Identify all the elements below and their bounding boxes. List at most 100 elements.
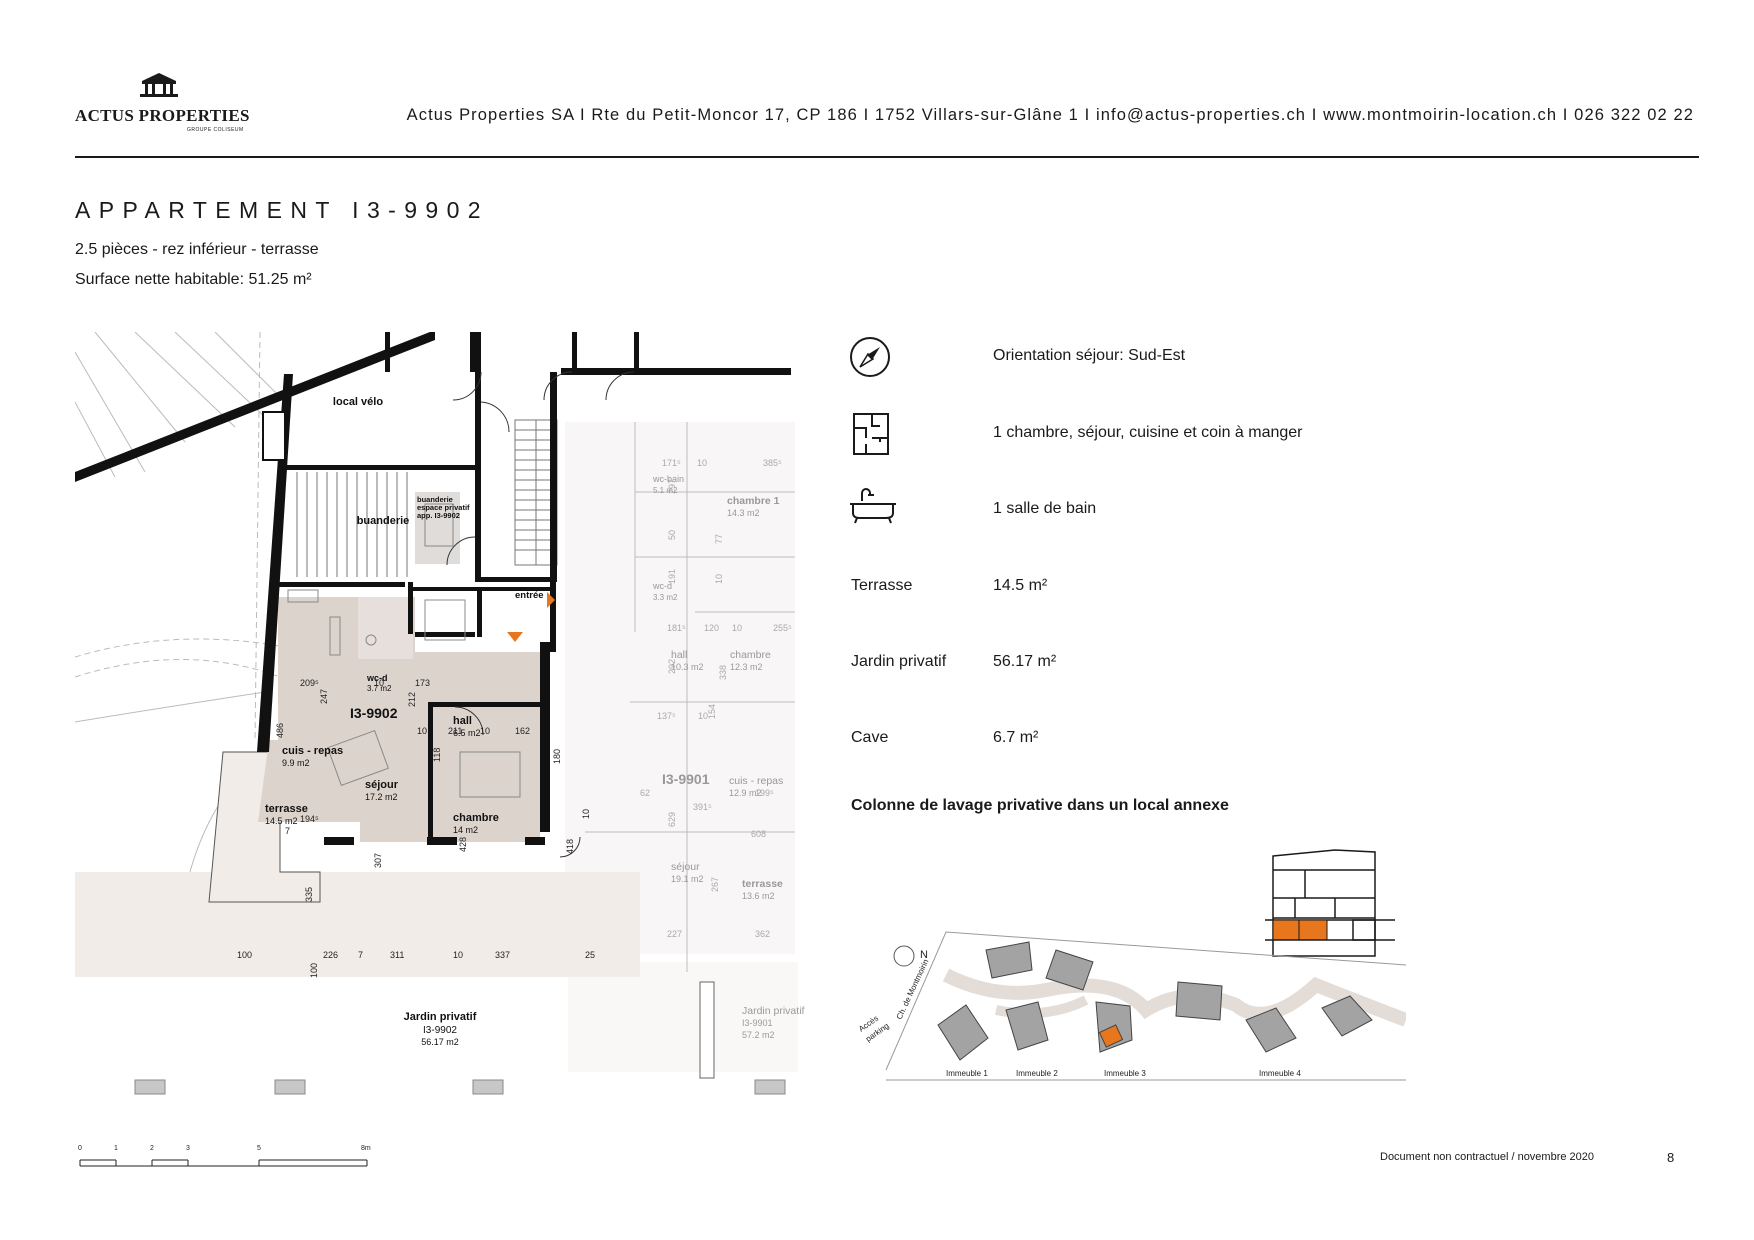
dimension-label: 62 xyxy=(640,788,650,798)
contact-line: Actus Properties SA I Rte du Petit-Monco… xyxy=(406,106,1694,124)
neighbor-unit-label: I3-9901 xyxy=(662,771,710,787)
spec-cave-value: 6.7 m² xyxy=(993,729,1039,746)
garden-area: 56.17 m2 xyxy=(421,1037,459,1047)
dimension-label: 10 xyxy=(480,726,490,736)
neighbor-chambre-area: 14.3 m2 xyxy=(727,508,760,518)
dimension-label: 10 xyxy=(581,809,591,819)
neighbor-wcbain-area: 5.1 m2 xyxy=(653,486,678,495)
building-section xyxy=(1265,849,1395,957)
dimension-label: 311 xyxy=(390,950,404,960)
neighbor-wcd-area: 3.3 m2 xyxy=(653,593,678,602)
feature-bathroom: 1 salle de bain xyxy=(993,500,1097,517)
neighbor-jardin-label: Jardin privatif xyxy=(742,1005,805,1017)
neighbor-labels: I3-9901 chambre 1 14.3 m2 wc-bain 5.1 m2… xyxy=(652,474,805,1040)
apartment-area xyxy=(258,597,540,842)
dimension-label: 162 xyxy=(515,726,530,736)
room-hall: hall xyxy=(453,715,472,727)
dimension-label: 7 xyxy=(358,950,363,960)
page-number: 8 xyxy=(1667,1150,1675,1165)
dimension-label: 10 xyxy=(417,726,427,736)
dimension-label: 418 xyxy=(565,839,575,854)
neighbor-jardin-unit: I3-9901 xyxy=(742,1018,773,1028)
dimension-label: 226 xyxy=(323,950,338,960)
dimension-label: 629 xyxy=(667,812,677,827)
neighbor-wcbain-label: wc-bain xyxy=(652,474,684,484)
dimension-label: 173 xyxy=(415,678,430,688)
scale-tick-1: 1 xyxy=(114,1145,118,1152)
spec-terrasse-value: 14.5 m² xyxy=(993,577,1048,594)
bathtub-icon xyxy=(850,488,896,524)
net-surface: Surface nette habitable: 51.25 m² xyxy=(75,271,312,288)
dimension-label: 10 xyxy=(732,623,742,633)
logo-subtitle: GROUPE COLISEUM xyxy=(187,127,244,133)
garden-label: Jardin privatif xyxy=(404,1011,477,1023)
dimension-label: 50 xyxy=(667,530,677,540)
floorplan-icon xyxy=(853,413,889,455)
neighbor-cuis-label: cuis - repas xyxy=(729,775,783,787)
dimension-label: 212 xyxy=(407,692,417,707)
scale-tick-5: 5 xyxy=(257,1145,261,1152)
doors xyxy=(446,371,635,858)
dimension-label: 267 xyxy=(710,877,720,892)
dimension-label: 292 xyxy=(667,659,677,674)
scale-tick-2: 2 xyxy=(150,1145,154,1152)
room-chambre-area: 14 m2 xyxy=(453,825,478,835)
private-laundry-label-1: buanderie xyxy=(417,495,453,504)
room-cuisine: cuis - repas xyxy=(282,745,343,757)
private-laundry-label-3: app. I3-9902 xyxy=(417,511,460,520)
site-plan: N Ch. de Montmoirin Accès parking Immeub… xyxy=(857,931,1406,1081)
road-label: Ch. de Montmoirin xyxy=(895,958,931,1021)
compass-icon xyxy=(850,337,890,377)
neighbor-terrasse-area: 13.6 m2 xyxy=(742,891,775,901)
feature-orientation: Orientation séjour: Sud-Est xyxy=(993,347,1186,364)
room-hall-area: 6.5 m2 xyxy=(453,728,481,738)
room-buanderie: buanderie xyxy=(357,515,410,527)
dimension-label: 227 xyxy=(667,929,682,939)
dimension-label: 247 xyxy=(319,689,329,704)
neighbor-terrasse-label: terrasse xyxy=(742,878,783,890)
laundry-note: Colonne de lavage privative dans un loca… xyxy=(851,797,1229,814)
dimension-label: 10 xyxy=(453,950,463,960)
scale-tick-0: 0 xyxy=(78,1145,82,1152)
scale-tick-8: 8m xyxy=(361,1145,371,1152)
room-chambre: chambre xyxy=(453,812,499,824)
dimension-label: 10 xyxy=(698,711,708,721)
room-sejour: séjour xyxy=(365,779,399,791)
page-title: APPARTEMENT I3-9902 xyxy=(75,197,489,223)
room-local-velo: local vélo xyxy=(333,396,383,408)
dimension-label: 307 xyxy=(373,853,383,868)
unit-label: I3-9902 xyxy=(350,705,398,721)
building-label-3: Immeuble 3 xyxy=(1104,1069,1146,1078)
dimension-label: 608 xyxy=(751,829,766,839)
neighbor-sejour-label: séjour xyxy=(671,861,700,873)
dimension-label: 338 xyxy=(718,665,728,680)
entry-arrow-down xyxy=(507,632,523,642)
neighbor-cuis-area: 12.9 m2 xyxy=(729,788,762,798)
dimension-label: 385⁵ xyxy=(763,458,782,468)
room-terrasse: terrasse xyxy=(265,803,308,815)
dimension-label: 180 xyxy=(552,749,562,764)
spec-jardin-value: 56.17 m² xyxy=(993,653,1057,670)
room-sejour-area: 17.2 m2 xyxy=(365,792,398,802)
current-building-marker xyxy=(1098,1024,1124,1048)
scale-bar: 0 1 2 3 5 8m xyxy=(78,1145,371,1167)
garden-planters xyxy=(134,1079,786,1095)
private-laundry-label-2: espace privatif xyxy=(417,503,470,512)
neighbor-wcd-label: wc-d xyxy=(652,581,672,591)
entry-arrow-right xyxy=(547,592,555,608)
neighbor-chambre-label: chambre 1 xyxy=(727,495,780,507)
dimension-label: 335 xyxy=(304,887,314,902)
dimension-label: 337 xyxy=(495,950,510,960)
dimension-label: 10 xyxy=(697,458,707,468)
dimension-label: 171⁵ xyxy=(662,458,681,468)
header-divider xyxy=(75,156,1699,158)
room-wcd: wc-d xyxy=(366,673,388,683)
dimension-label: 7 xyxy=(285,826,290,836)
neighbor-chambre2-label: chambre xyxy=(730,649,771,661)
dimension-label: 137⁵ xyxy=(657,711,676,721)
walls xyxy=(75,332,791,845)
dimension-label: 120 xyxy=(704,623,719,633)
room-terrasse-area: 14.5 m2 xyxy=(265,816,298,826)
dimension-label: 77 xyxy=(714,534,724,544)
dimension-label: 154 xyxy=(707,704,717,719)
